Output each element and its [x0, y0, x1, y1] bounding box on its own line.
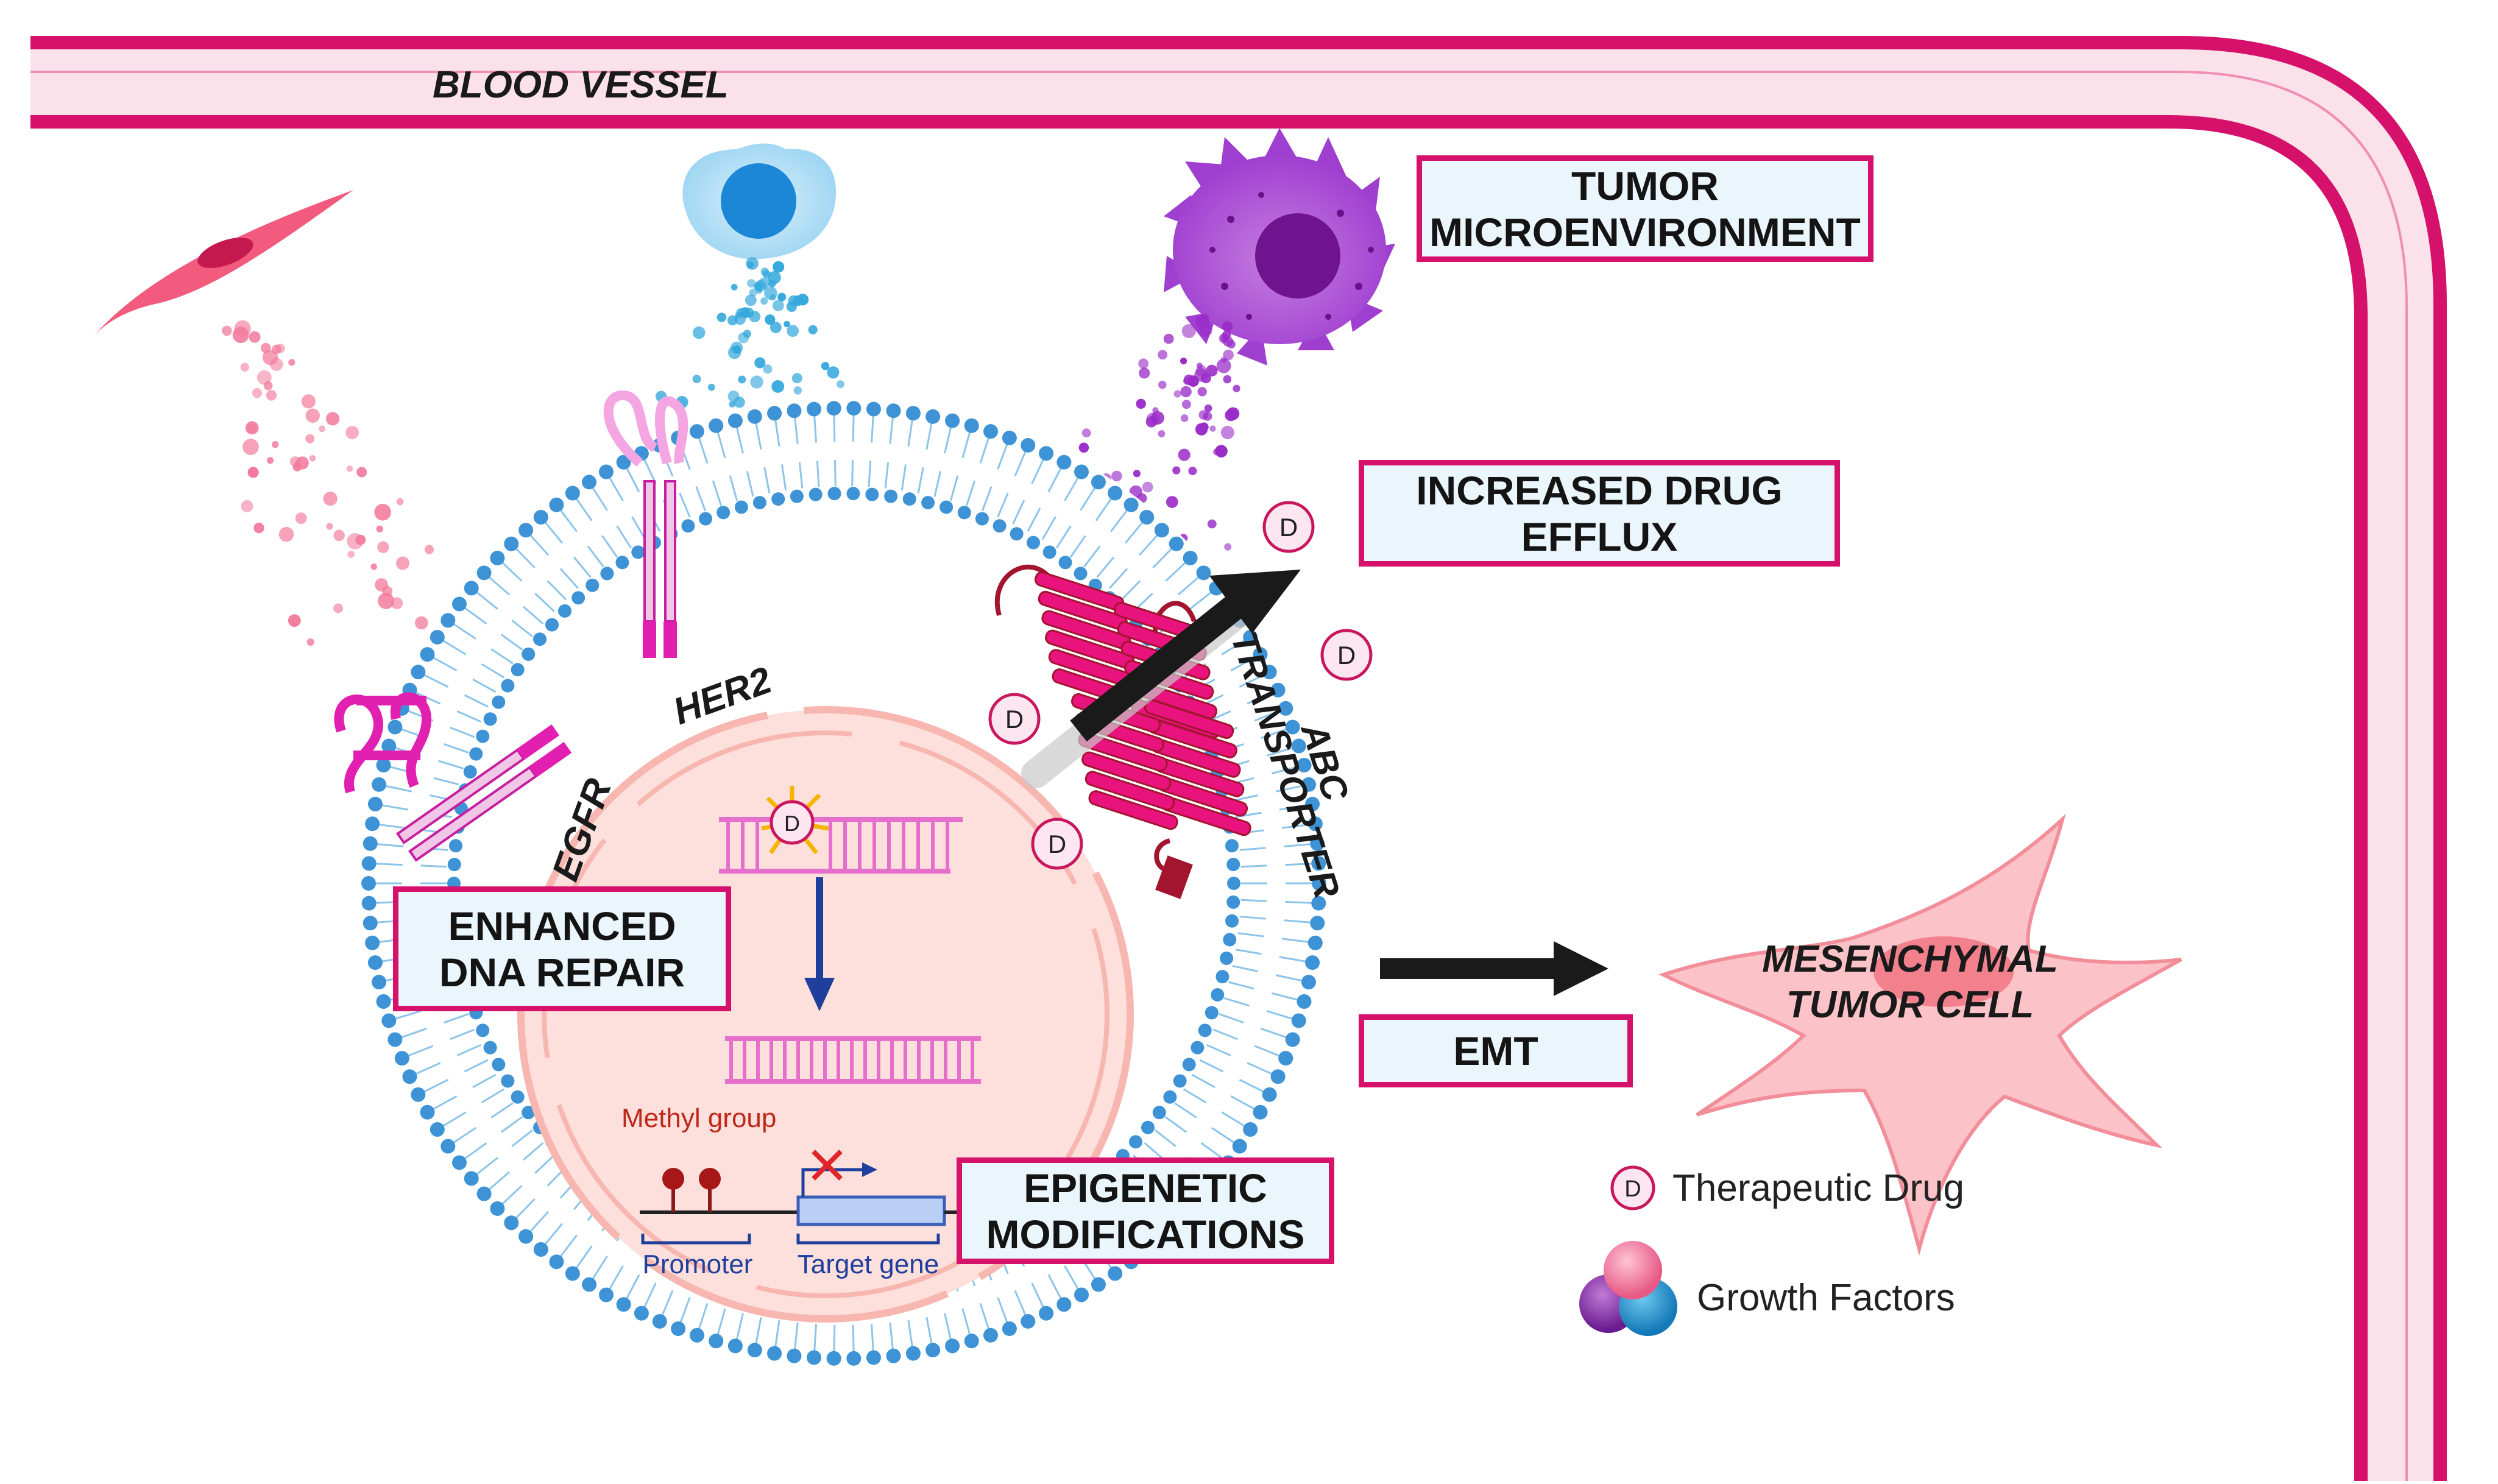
epigenetic-modifications-line1: EPIGENETIC	[1024, 1165, 1267, 1210]
repaired-dna	[725, 1036, 981, 1084]
growth-factor-dots-macrophage	[1046, 313, 1240, 551]
drug-symbol: D	[1048, 830, 1066, 858]
methyl-group-icon	[662, 1168, 684, 1190]
drug-symbol: D	[1279, 513, 1298, 542]
legend-therapeutic-drug-label: Therapeutic Drug	[1672, 1167, 1965, 1209]
drug-label-dna: D	[784, 811, 800, 836]
legend-growth-factors-icon	[1579, 1241, 1677, 1336]
growth-factor-dots-tcell	[656, 257, 870, 465]
efflux-arrow	[1021, 570, 1301, 788]
emt-box: EMT	[1359, 1014, 1633, 1087]
t-cell	[682, 143, 837, 260]
blood-vessel	[30, 36, 2447, 1481]
target-gene-label: Target gene	[798, 1249, 939, 1279]
promoter-label: Promoter	[643, 1249, 753, 1279]
mesenchymal-label-line2: TUMOR CELL	[1786, 984, 2034, 1026]
legend-drug-symbol: D	[1624, 1176, 1641, 1202]
methyl-group-icon	[699, 1168, 721, 1190]
growth-factor-dots-fibroblast	[222, 320, 500, 678]
drug-symbol: D	[1005, 705, 1024, 733]
her2-receptor	[603, 390, 688, 658]
legend-growth-factors-label: Growth Factors	[1697, 1277, 1955, 1319]
increased-drug-efflux-line2: EFFLUX	[1521, 514, 1678, 559]
mesenchymal-label-line1: MESENCHYMAL	[1762, 938, 2058, 980]
tumor-microenvironment-line2: MICROENVIRONMENT	[1429, 209, 1861, 255]
gene-diagram: Methyl group Promoter Target gene	[621, 1103, 960, 1279]
blocked-x-icon	[812, 1150, 843, 1181]
damaged-dna: D	[719, 786, 963, 874]
repair-arrow-head	[804, 978, 835, 1011]
legend-drug-icon: D	[1610, 1165, 1655, 1210]
drug-molecules: D D D D	[988, 501, 1373, 870]
increased-drug-efflux-line1: INCREASED DRUG	[1416, 467, 1783, 513]
enhanced-dna-repair-line1: ENHANCED	[448, 903, 676, 949]
methyl-group-label: Methyl group	[621, 1103, 776, 1133]
drug-symbol: D	[1337, 641, 1356, 670]
emt-arrow	[1380, 941, 1608, 996]
enhanced-dna-repair-line2: DNA REPAIR	[439, 949, 685, 995]
blood-vessel-label: BLOOD VESSEL	[433, 64, 729, 106]
egfr-receptor	[334, 692, 572, 862]
epigenetic-modifications-line2: MODIFICATIONS	[986, 1211, 1305, 1257]
mesenchymal-tumor-cell	[1658, 813, 2182, 1256]
tumor-microenvironment-line1: TUMOR	[1571, 163, 1719, 208]
emt-label: EMT	[1453, 1028, 1538, 1073]
macrophage-cell	[1164, 128, 1395, 366]
fibroblast-cell	[94, 190, 353, 335]
